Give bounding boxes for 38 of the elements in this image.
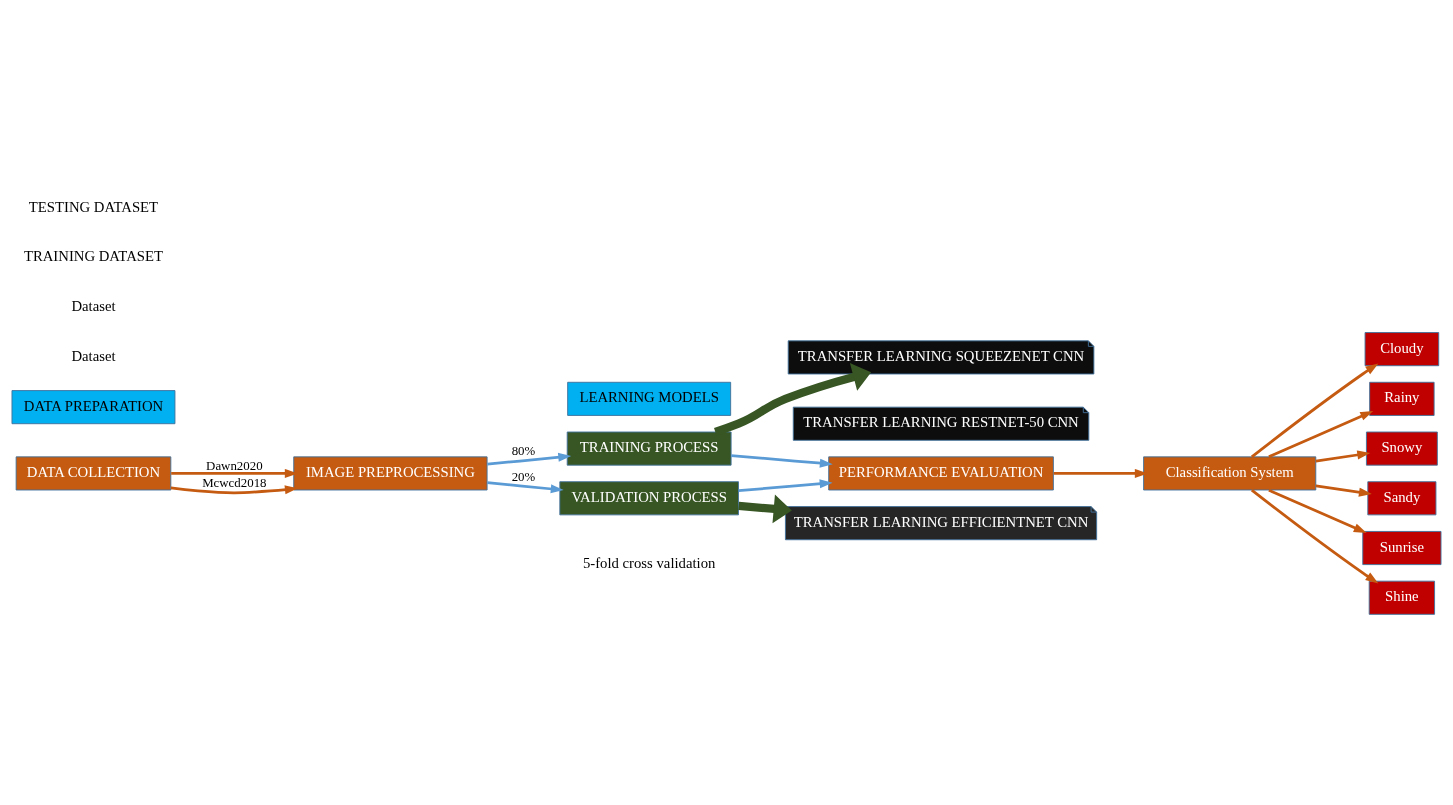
arrow	[487, 452, 572, 466]
label: TESTING DATASET	[28, 198, 159, 215]
arrow	[1268, 488, 1367, 533]
arrow	[731, 453, 833, 468]
arrow	[1315, 449, 1371, 462]
arrow	[170, 484, 298, 494]
label: TRAINING DATASET	[23, 247, 163, 264]
node-box: IMAGE PREPROCESSING	[293, 455, 488, 490]
edge-label: 80%	[511, 443, 536, 458]
arrow	[714, 362, 872, 436]
arrow	[1250, 488, 1379, 583]
edge-label: 20%	[511, 469, 536, 484]
node-box: Sunrise	[1362, 530, 1442, 565]
arrow	[1053, 468, 1148, 478]
node-box: Sandy	[1367, 480, 1437, 515]
node-box: DATA COLLECTION	[15, 455, 172, 490]
node-box: Shine	[1368, 580, 1436, 615]
node-box: Cloudy	[1364, 331, 1440, 366]
node-box: PERFORMANCE EVALUATION	[828, 455, 1054, 490]
node-box: Rainy	[1369, 381, 1435, 416]
arrow	[1315, 484, 1372, 497]
arrow	[171, 468, 298, 478]
arrow	[738, 478, 833, 492]
label: Dataset	[71, 297, 116, 314]
arrow	[487, 480, 564, 493]
label: Dataset	[71, 347, 116, 364]
edge-label: Dawn2020	[206, 458, 263, 473]
node-box: VALIDATION PROCESS	[559, 480, 739, 515]
node-label: 5-fold cross validation	[582, 554, 716, 571]
node-box: DATA PREPARATION	[11, 389, 176, 424]
arrow	[1250, 362, 1379, 458]
edge-label: Mcwcd2018	[202, 475, 267, 490]
node-box: TRAINING PROCESS	[566, 431, 732, 466]
arrow	[1268, 410, 1374, 458]
node-box: Snowy	[1366, 431, 1438, 466]
arrow	[738, 494, 792, 523]
node-box: Classification System	[1143, 455, 1317, 490]
node-box: LEARNING MODELS	[567, 381, 732, 416]
